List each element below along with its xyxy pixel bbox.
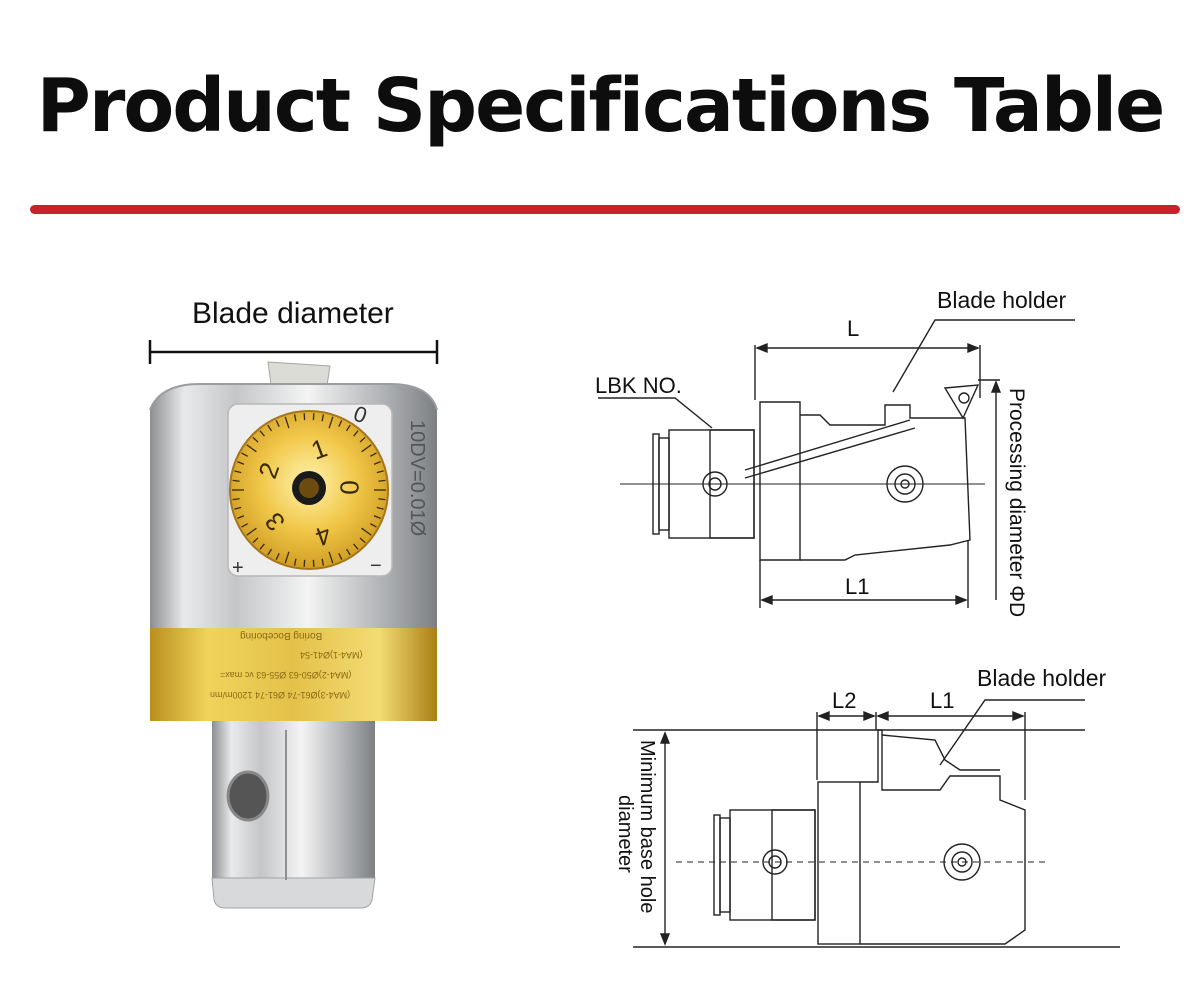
dimension-min-base-hole <box>659 731 671 946</box>
dial-tick <box>259 543 265 550</box>
dial-tick <box>234 470 242 474</box>
page-title: Product Specifications Table <box>36 63 1166 149</box>
dial-tick <box>252 537 259 544</box>
dial-tick <box>345 548 351 556</box>
bottom-boring-head-outline <box>817 729 1026 945</box>
lbk-no-label: LBK NO. <box>595 373 682 398</box>
dial-tick <box>267 424 273 432</box>
dial-tick <box>293 558 297 566</box>
triangle-insert <box>943 384 980 420</box>
shank-side-hole <box>226 770 270 822</box>
adapter-body <box>652 429 755 539</box>
blade-diameter-dimension-line <box>148 340 439 364</box>
dial-tick <box>321 558 325 566</box>
bottom-length-L1-label: L1 <box>930 688 955 713</box>
gold-scale-ring <box>150 628 437 721</box>
dial-tick <box>252 436 259 443</box>
shank <box>211 721 376 909</box>
min-base-hole-label-line2: diameter <box>614 795 636 873</box>
dial-tick <box>359 537 366 544</box>
dial-tick <box>234 506 242 510</box>
dial-tick <box>232 479 240 482</box>
dial-tick <box>321 414 325 422</box>
dial-tick <box>259 430 265 437</box>
bottom-length-L2-label: L2 <box>832 688 857 713</box>
dial-tick <box>373 515 381 519</box>
bottom-blade-holder-leader <box>939 699 1085 766</box>
dial-tick <box>328 551 334 564</box>
dial-tick <box>328 416 334 429</box>
dial-tick <box>345 424 351 432</box>
bottom-adapter-body <box>713 809 816 921</box>
dial-tick <box>237 461 245 465</box>
title-divider <box>30 205 1180 214</box>
dial-tick <box>378 498 386 501</box>
dial-tick <box>378 479 386 482</box>
dial-tick <box>359 436 366 443</box>
dial-tick <box>376 506 384 510</box>
dimension-L2-L1-bottom <box>816 710 1026 800</box>
dimension-processing-diameter <box>978 379 1002 600</box>
bottom-blade-holder-label: Blade holder <box>977 665 1107 691</box>
dial-tick <box>246 444 257 453</box>
dial-tick <box>373 461 381 465</box>
dial-tick <box>246 527 257 536</box>
dial-tick <box>353 430 359 437</box>
dial-tick <box>275 420 280 427</box>
dimension-L <box>754 342 981 400</box>
min-base-hole-label-line1: Minimum base hole <box>636 740 658 914</box>
blade-diameter-label: Blade diameter <box>192 297 394 330</box>
dial-tick <box>241 452 248 457</box>
dial-tick <box>241 523 248 528</box>
dial-tick <box>338 553 343 560</box>
dial-tick <box>237 515 245 519</box>
dial-tick <box>370 523 377 528</box>
dial-plus-mark: + <box>232 557 244 579</box>
top-blade-holder-label: Blade holder <box>937 287 1067 313</box>
dial-tick <box>275 553 280 560</box>
dial-tick <box>361 527 372 536</box>
dial-tick <box>376 470 384 474</box>
adjustment-dial <box>229 410 389 570</box>
top-length-L-label: L <box>847 316 860 341</box>
dial-tick <box>338 420 343 427</box>
lbk-leader <box>598 397 713 429</box>
dial-tick <box>284 416 290 429</box>
top-length-L1-label: L1 <box>845 574 870 599</box>
boring-head-outline <box>744 401 971 561</box>
dimension-L1-top <box>759 540 969 608</box>
dial-tick <box>284 551 290 564</box>
dial-minus-mark: − <box>370 555 382 577</box>
dial-tick <box>353 543 359 550</box>
dial-tick <box>232 498 240 501</box>
dial-tick <box>370 452 377 457</box>
blade-holder-leader <box>892 319 1075 393</box>
dial-tick <box>267 548 273 556</box>
dial-tick <box>361 444 372 453</box>
dial-tick <box>293 414 297 422</box>
